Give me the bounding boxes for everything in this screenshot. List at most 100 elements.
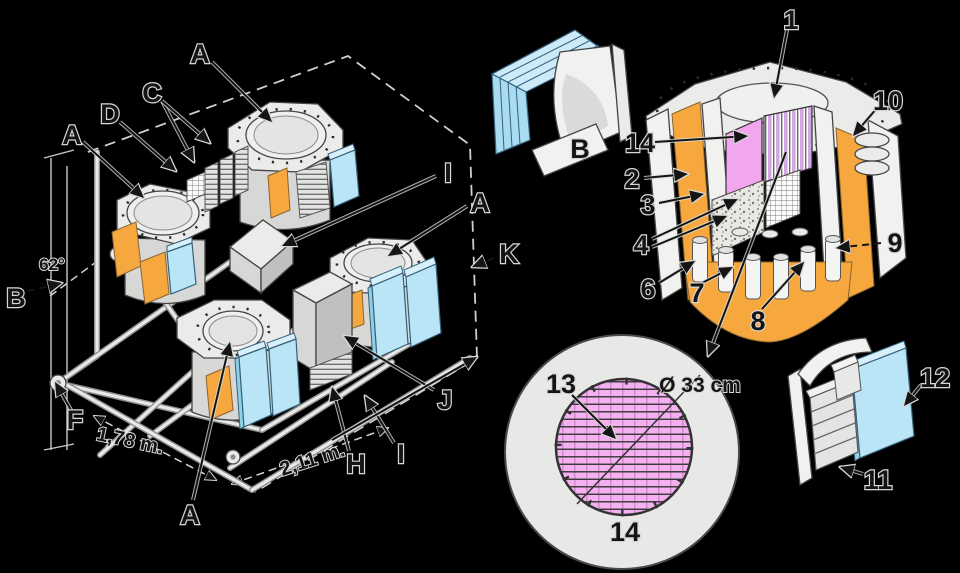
pmt-tubes xyxy=(692,227,841,300)
label-14-side: 14 xyxy=(625,128,655,158)
back-frame xyxy=(787,367,813,487)
blue-plate xyxy=(329,149,360,208)
label-a-center: A xyxy=(470,188,490,218)
label-b-axis: B xyxy=(6,283,26,313)
upper-block xyxy=(833,361,862,401)
label-d: D xyxy=(100,99,120,129)
axis-tick-bottom xyxy=(43,443,75,451)
label-7: 7 xyxy=(689,278,704,308)
dim-width-line xyxy=(94,416,216,480)
arrow-12 xyxy=(904,383,923,406)
diameter-line xyxy=(576,374,701,505)
blue-plate xyxy=(405,263,442,348)
arrow-6 xyxy=(657,259,695,285)
slat-left-face xyxy=(491,72,531,155)
arrow-11 xyxy=(840,467,864,474)
label-a-bottom: A xyxy=(180,500,200,530)
arrow-a-left xyxy=(81,140,144,198)
label-12: 12 xyxy=(920,363,950,393)
label-k: K xyxy=(499,239,519,269)
label-i-bottom: I xyxy=(397,439,405,469)
shell-flange xyxy=(611,42,633,144)
arrow-7 xyxy=(701,265,733,285)
label-a-left: A xyxy=(62,120,82,150)
tick-ring xyxy=(554,377,694,517)
connector-fins xyxy=(186,145,249,213)
arrow-i-bottom xyxy=(363,396,396,445)
arrow-13 xyxy=(570,393,616,439)
arrow-d xyxy=(118,120,176,171)
label-3: 3 xyxy=(640,190,655,220)
label-9: 9 xyxy=(887,228,902,258)
arrow-4a xyxy=(651,197,738,241)
label-c: C xyxy=(142,78,162,108)
detector-unit-top xyxy=(227,101,360,231)
rod-array xyxy=(763,105,813,183)
orange-panel xyxy=(267,167,291,219)
cutaway-cylinder xyxy=(645,61,907,343)
arrow-10 xyxy=(853,106,879,136)
blue-plate-12 xyxy=(851,347,915,459)
arrow-c-2 xyxy=(160,99,210,143)
detector-unit-bottom xyxy=(176,299,301,430)
top-arc xyxy=(797,337,873,388)
axis-tick-top xyxy=(43,149,75,159)
arrow-h xyxy=(332,387,351,452)
arrow-j xyxy=(344,334,436,392)
arrow-a-top xyxy=(210,60,272,122)
callout-arrows xyxy=(27,29,923,501)
blue-plate xyxy=(371,272,409,359)
arrow-4b xyxy=(651,214,727,249)
arrow-3 xyxy=(658,194,704,205)
fin-strip xyxy=(309,351,353,391)
arrow-c-1 xyxy=(160,100,196,162)
label-h: H xyxy=(346,449,366,479)
detector-unit-left xyxy=(111,183,211,305)
arrow-2 xyxy=(643,174,688,178)
shield-segment-b xyxy=(490,29,633,177)
label-10: 10 xyxy=(873,86,903,116)
label-2: 2 xyxy=(624,164,639,194)
orange-panel xyxy=(139,251,170,305)
arrow-a-center xyxy=(388,204,469,258)
label-14-bottom: 14 xyxy=(610,517,640,547)
arrow-to-section xyxy=(708,151,788,356)
label-1: 1 xyxy=(783,5,798,35)
arrow-8 xyxy=(760,262,804,311)
label-angle: 62° xyxy=(39,255,65,274)
label-j: J xyxy=(437,385,452,415)
blue-plate xyxy=(268,338,301,417)
label-b-part: B xyxy=(570,134,590,164)
label-6: 6 xyxy=(640,274,655,304)
arrow-f xyxy=(53,382,73,411)
label-f: F xyxy=(67,405,84,435)
blue-plate xyxy=(238,346,272,428)
arrow-1 xyxy=(774,29,789,98)
j-box xyxy=(291,271,354,391)
ring-lugs xyxy=(854,132,890,176)
shell-lip xyxy=(531,123,609,177)
arrow-i-center xyxy=(282,174,437,248)
arrow-k xyxy=(472,258,495,267)
arrow-a-bottom xyxy=(191,342,230,501)
label-dim-depth: 2,11 m. xyxy=(277,439,347,481)
bounding-box-dashed xyxy=(87,54,478,493)
collimator-part xyxy=(787,337,915,487)
label-11: 11 xyxy=(864,465,893,495)
label-core-diameter: Ø 33 cm xyxy=(659,374,741,397)
label-a-top: A xyxy=(190,39,210,69)
arrow-to-rail xyxy=(331,355,477,442)
outer-wall-left xyxy=(645,107,683,302)
label-i-center: I xyxy=(444,158,452,188)
blue-plate xyxy=(166,242,197,295)
fin-block xyxy=(295,161,331,219)
arrow-9 xyxy=(836,243,882,248)
label-13: 13 xyxy=(546,369,576,399)
arrow-b-axis xyxy=(27,283,62,291)
label-4: 4 xyxy=(633,230,648,260)
arrow-14-side xyxy=(654,136,748,142)
angle-leader xyxy=(49,261,97,297)
central-box xyxy=(228,219,295,295)
